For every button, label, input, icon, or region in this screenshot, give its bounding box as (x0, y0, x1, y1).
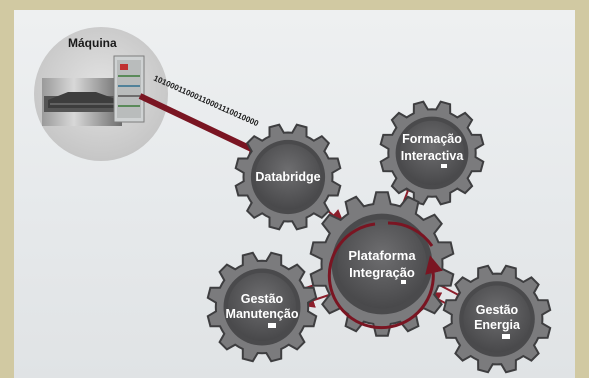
databridge-gear-hub (255, 144, 321, 210)
formacao-doc-icon (441, 164, 447, 168)
gear-databridge (234, 123, 342, 231)
machine-node: Máquina (34, 27, 168, 161)
plataforma-doc-icon (401, 280, 406, 284)
formacao-gear-hub (399, 120, 465, 186)
machine-to-databridge-arrow (138, 93, 264, 157)
bitstream-text: 10100011000110001110010000 (152, 74, 260, 129)
plataforma-label-line2: Integração (349, 265, 415, 280)
plataforma-gear-hub (337, 219, 427, 309)
formacao-label-line2: Interactiva (401, 149, 465, 163)
plataforma-cycle-arrow-top (387, 221, 434, 247)
plataforma-cycle-arrow (327, 222, 443, 330)
gear-manutencao (206, 251, 318, 363)
formacao-label-line1: Formação (402, 132, 462, 146)
gear-energia (442, 264, 552, 374)
manutencao-gear-hub (227, 272, 297, 342)
gear-plataforma (309, 191, 455, 337)
plataforma-label-line1: Plataforma (348, 248, 416, 263)
energia-doc-icon (502, 334, 510, 339)
databridge-label: Databridge (255, 170, 320, 184)
machine-title: Máquina (68, 36, 117, 50)
manutencao-label-line1: Gestão (241, 292, 284, 306)
manutencao-label-line2: Manutenção (226, 307, 299, 321)
energia-label-line2: Energia (474, 318, 521, 332)
machine-photo (42, 55, 145, 126)
energia-label-line1: Gestão (476, 303, 519, 317)
energia-gear-hub (463, 285, 531, 353)
gear-formacao (379, 100, 485, 206)
manutencao-doc-icon (268, 323, 276, 328)
